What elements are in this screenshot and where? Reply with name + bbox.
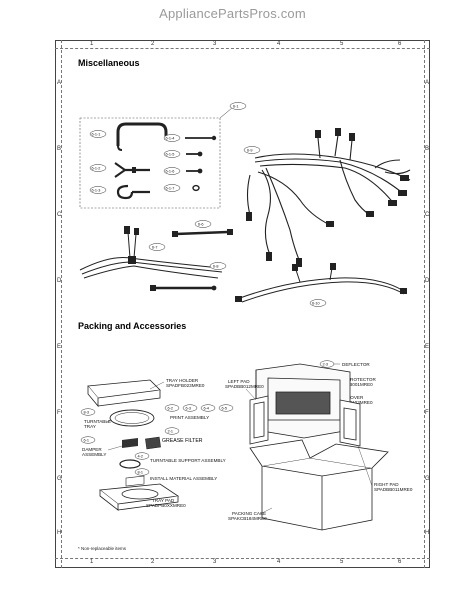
row-letter: C [425, 212, 430, 218]
j-hook-part [116, 122, 168, 146]
col-number: 1 [90, 41, 94, 47]
damper-label-1: DAMPER [82, 447, 102, 452]
install-material-label: INSTALL MATERIAL ASSEMBLY [150, 476, 217, 481]
tag-6-1-2-text: 6-1-2 [92, 166, 101, 170]
col-number: 4 [277, 41, 281, 47]
packing-title: Packing and Accessories [78, 321, 187, 331]
tray-holder-label: TRAY HOLDER [166, 378, 199, 383]
tray-pad-part [98, 483, 180, 511]
tag-4-2-text: 4-2 [138, 454, 144, 458]
packing-case-code: SPAKCB184MRE0 [228, 516, 267, 521]
tag-6-1-6-text: 6-1-6 [166, 169, 175, 173]
tag-6-5-text: 6-5 [222, 406, 228, 410]
tag-6-7-text: 6-7 [152, 245, 158, 249]
row-letter: D [57, 278, 62, 284]
parts-bag-outline [79, 117, 221, 209]
tag-6-2-text: 6-2 [168, 406, 174, 410]
tag-6-3-text: 6-3 [186, 406, 192, 410]
tag-6-9-text: 6-9 [247, 148, 253, 152]
row-letter: D [425, 278, 430, 284]
row-letter: F [425, 410, 429, 416]
tag-2-3-text: 2-3 [323, 362, 329, 366]
tag-6-6-text: 6-6 [198, 222, 204, 226]
door-protector-code: SPADPB001MRE0 [334, 382, 373, 387]
oven-packing-assembly [249, 363, 361, 447]
damper-label-2: ASSEMBLY [82, 452, 106, 457]
row-letter: G [57, 476, 62, 482]
wire-harness-6-7 [79, 231, 223, 279]
row-letter: F [57, 410, 61, 416]
door-protector-label: DOOR PROTECTOR [332, 377, 376, 382]
row-letter: G [425, 476, 430, 482]
col-number: 4 [277, 559, 281, 565]
watermark: AppliancePartsPros.com [159, 6, 306, 21]
diagram-sheet [55, 40, 430, 568]
main-wire-harness [246, 134, 411, 263]
right-pad-code: SPADBB011MRE0 [374, 487, 413, 492]
turntable-support-label: TURNTABLE SUPPORT ASSEMBLY [150, 458, 226, 463]
row-letter: E [57, 344, 62, 350]
top-ruler [55, 40, 430, 49]
row-letter: B [425, 146, 430, 152]
install-material-part [125, 475, 145, 487]
lead-wire-6-6 [175, 230, 229, 236]
row-letter: C [57, 212, 62, 218]
col-number: 5 [340, 559, 344, 565]
row-letter: A [425, 80, 430, 86]
col-number: 5 [340, 41, 344, 47]
turntable-support-part [119, 459, 141, 469]
row-letter: H [425, 530, 430, 536]
tray-holder-code: SPADFB023MRE0 [166, 383, 205, 388]
bottom-ruler [55, 558, 430, 567]
tag-6-1-1-text: 6-1-1 [92, 132, 101, 136]
deflector-label: DEFLECTOR [342, 362, 370, 367]
tag-2-1-text: 2-1 [168, 429, 174, 433]
tag-6-1-7-text: 6-1-7 [166, 186, 175, 190]
row-letter: H [57, 530, 62, 536]
turntable-tray-label-1: TURNTABLE [84, 419, 111, 424]
turntable-tray-label-2: TRAY [84, 424, 96, 429]
tag-8-1-text: 8-1 [138, 470, 144, 474]
footnote: * Non-replaceable items [78, 546, 127, 551]
tag-6-1 [229, 102, 247, 110]
col-number: 2 [151, 559, 155, 565]
packing-case-label: PACKING CASE [232, 511, 266, 516]
tag-8-3-text: 8-3 [84, 410, 90, 414]
grease-filter-part [145, 436, 161, 450]
row-letter: B [57, 146, 62, 152]
col-number: 2 [151, 41, 155, 47]
tag-6-10-text: 6-10 [312, 301, 320, 305]
right-ruler [424, 40, 431, 568]
grease-filter-label: GREASE FILTER [162, 438, 203, 444]
left-pad-label: LEFT PAD [228, 379, 250, 384]
toggle-bolt-part [114, 162, 127, 178]
damper-part [122, 438, 138, 448]
col-number: 6 [398, 41, 402, 47]
tag-6-1-4-text: 6-1-4 [166, 136, 175, 140]
tag-6-4-text: 6-4 [204, 406, 210, 410]
tag-6-1-3-text: 6-1-3 [92, 188, 101, 192]
packing-case-box [249, 439, 389, 531]
left-ruler [55, 40, 62, 568]
row-letter: E [425, 344, 430, 350]
miscellaneous-title: Miscellaneous [78, 58, 140, 68]
col-number: 6 [398, 559, 402, 565]
tag-6-8-text: 6-8 [213, 264, 219, 268]
print-assembly-label: PRINT ASSEMBLY [170, 415, 209, 420]
row-letter: A [57, 80, 62, 86]
left-pad-code: SPADBB012MRE0 [225, 384, 264, 389]
col-number: 1 [90, 559, 94, 565]
tray-pad-code: SPADPB0XXMRE0 [146, 503, 186, 508]
col-number: 3 [213, 41, 217, 47]
wire-harness-6-10 [239, 267, 405, 303]
screw-hook-part [116, 184, 134, 200]
tag-6-1-text: 6-1 [233, 104, 239, 108]
tag-6-1-5-text: 6-1-5 [166, 152, 175, 156]
tag-6-1b-text: 6-1 [84, 438, 90, 442]
col-number: 3 [213, 559, 217, 565]
tray-pad-label: TRAY PAD [152, 498, 175, 503]
right-pad-label: RIGHT PAD [374, 482, 399, 487]
tray-holder-part [87, 379, 161, 408]
